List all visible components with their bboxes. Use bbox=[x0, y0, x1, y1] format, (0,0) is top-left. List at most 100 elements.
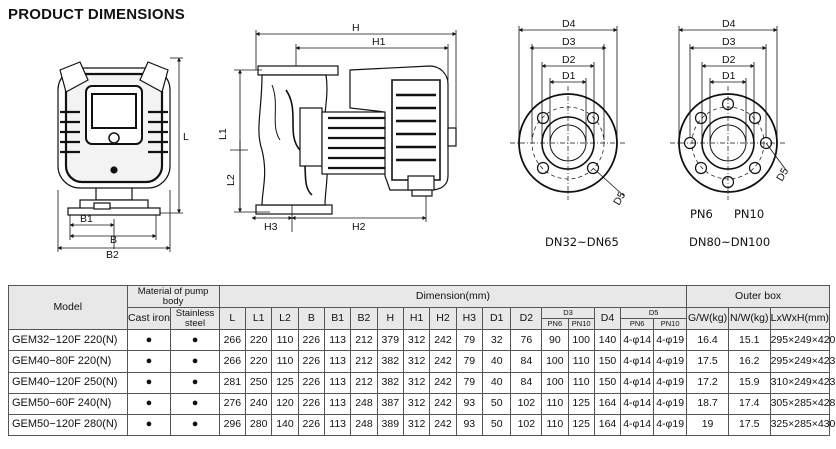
header-cast-iron: Cast iron bbox=[126, 307, 172, 331]
dim-cell: 76 bbox=[510, 329, 543, 352]
dim-cell: 382 bbox=[376, 371, 404, 394]
label-H1: H1 bbox=[372, 36, 386, 48]
label-f2-D2: D2 bbox=[722, 54, 736, 66]
header-d5-pn10: PN10 bbox=[653, 318, 688, 331]
label-L1: L1 bbox=[217, 128, 229, 140]
lwh-cell: 325×285×430 bbox=[769, 413, 835, 437]
lwh-cell: 305×285×428 bbox=[769, 392, 835, 415]
header-D4: D4 bbox=[593, 307, 622, 331]
cast-iron-cell: ● bbox=[126, 350, 172, 373]
label-f1-D2: D2 bbox=[562, 54, 576, 66]
d5-pn6-cell: 4-φ14 bbox=[620, 413, 655, 437]
nw-cell: 17.5 bbox=[727, 413, 771, 437]
d5-pn6-cell: 4-φ14 bbox=[620, 350, 655, 373]
dim-cell: 125 bbox=[271, 371, 299, 394]
stainless-cell: ● bbox=[170, 413, 220, 437]
dim-cell: 79 bbox=[455, 329, 483, 352]
label-f1-D1: D1 bbox=[562, 70, 576, 82]
header-H: H bbox=[376, 307, 404, 331]
model-cell: GEM32−120F 220(N) bbox=[8, 329, 128, 352]
cast-iron-cell: ● bbox=[126, 329, 172, 352]
dim-cell: 226 bbox=[297, 413, 325, 437]
dim-cell: 312 bbox=[402, 392, 431, 415]
dim-cell: 276 bbox=[218, 392, 247, 415]
header-material: Material of pump body bbox=[126, 284, 220, 309]
label-f2-D1: D1 bbox=[722, 70, 736, 82]
label-H2: H2 bbox=[352, 221, 366, 233]
flange1-caption: DN32~DN65 bbox=[545, 235, 619, 249]
nw-cell: 16.2 bbox=[727, 350, 771, 373]
header-B1: B1 bbox=[323, 307, 352, 331]
lwh-cell: 295×249×423 bbox=[769, 350, 835, 373]
dim-cell: 312 bbox=[402, 329, 431, 352]
dim-cell: 312 bbox=[402, 371, 431, 394]
dim-cell: 79 bbox=[455, 350, 483, 373]
label-L2: L2 bbox=[225, 174, 237, 186]
stainless-cell: ● bbox=[170, 329, 220, 352]
d3-pn6-cell: 110 bbox=[541, 392, 569, 415]
cast-iron-cell: ● bbox=[126, 371, 172, 394]
label-L: L bbox=[183, 131, 189, 143]
label-B1: B1 bbox=[80, 213, 93, 225]
dim-cell: 240 bbox=[244, 392, 273, 415]
header-B2: B2 bbox=[350, 307, 378, 331]
model-cell: GEM50−60F 240(N) bbox=[8, 392, 128, 415]
dim-cell: 113 bbox=[323, 392, 352, 415]
lwh-cell: 295×249×420 bbox=[769, 329, 835, 352]
d3-pn10-cell: 110 bbox=[567, 350, 595, 373]
header-d3-pn6: PN6 bbox=[541, 318, 569, 331]
dim-cell: 102 bbox=[510, 392, 543, 415]
model-cell: GEM40−80F 220(N) bbox=[8, 350, 128, 373]
header-H2: H2 bbox=[429, 307, 457, 331]
dimension-drawings: L B1 B B2 bbox=[57, 18, 791, 261]
dim-cell: 226 bbox=[297, 371, 325, 394]
d5-pn6-cell: 4-φ14 bbox=[620, 392, 655, 415]
d5-pn10-cell: 4-φ19 bbox=[653, 350, 688, 373]
flange-dn32-dn65 bbox=[510, 26, 626, 200]
label-f2-D4: D4 bbox=[722, 18, 736, 30]
header-model: Model bbox=[8, 284, 128, 331]
dim-cell: 242 bbox=[429, 329, 457, 352]
nw-cell: 15.9 bbox=[727, 371, 771, 394]
d3-pn10-cell: 100 bbox=[567, 329, 595, 352]
dim-cell: 50 bbox=[481, 392, 512, 415]
side-view bbox=[230, 30, 457, 232]
pn6-label: PN6 bbox=[690, 207, 713, 221]
dim-cell: 226 bbox=[297, 392, 325, 415]
dim-cell: 379 bbox=[376, 329, 404, 352]
dim-cell: 93 bbox=[455, 413, 483, 437]
header-B: B bbox=[297, 307, 325, 331]
d3-pn10-cell: 125 bbox=[567, 413, 595, 437]
dim-cell: 120 bbox=[271, 392, 299, 415]
label-H3: H3 bbox=[264, 221, 278, 233]
d3-pn6-cell: 100 bbox=[541, 371, 569, 394]
dim-cell: 113 bbox=[323, 413, 352, 437]
d4-cell: 150 bbox=[593, 350, 622, 373]
d5-pn10-cell: 4-φ19 bbox=[653, 329, 688, 352]
gw-cell: 16.4 bbox=[686, 329, 729, 352]
d3-pn6-cell: 100 bbox=[541, 350, 569, 373]
dim-cell: 212 bbox=[350, 329, 378, 352]
d3-pn10-cell: 110 bbox=[567, 371, 595, 394]
dim-cell: 242 bbox=[429, 371, 457, 394]
gw-cell: 17.2 bbox=[686, 371, 729, 394]
stainless-cell: ● bbox=[170, 392, 220, 415]
flange2-caption: DN80~DN100 bbox=[689, 235, 771, 249]
d3-pn6-cell: 90 bbox=[541, 329, 569, 352]
gw-cell: 17.5 bbox=[686, 350, 729, 373]
label-H: H bbox=[352, 22, 360, 34]
dim-cell: 40 bbox=[481, 371, 512, 394]
d5-pn6-cell: 4-φ14 bbox=[620, 329, 655, 352]
d5-pn10-cell: 4-φ19 bbox=[653, 371, 688, 394]
header-L1: L1 bbox=[244, 307, 273, 331]
pn10-label: PN10 bbox=[734, 207, 765, 221]
label-f1-D3: D3 bbox=[562, 36, 576, 48]
dim-cell: 84 bbox=[510, 350, 543, 373]
dim-cell: 79 bbox=[455, 371, 483, 394]
dim-cell: 84 bbox=[510, 371, 543, 394]
header-H1: H1 bbox=[402, 307, 431, 331]
d4-cell: 164 bbox=[593, 392, 622, 415]
header-gw: G/W(kg) bbox=[686, 307, 729, 331]
